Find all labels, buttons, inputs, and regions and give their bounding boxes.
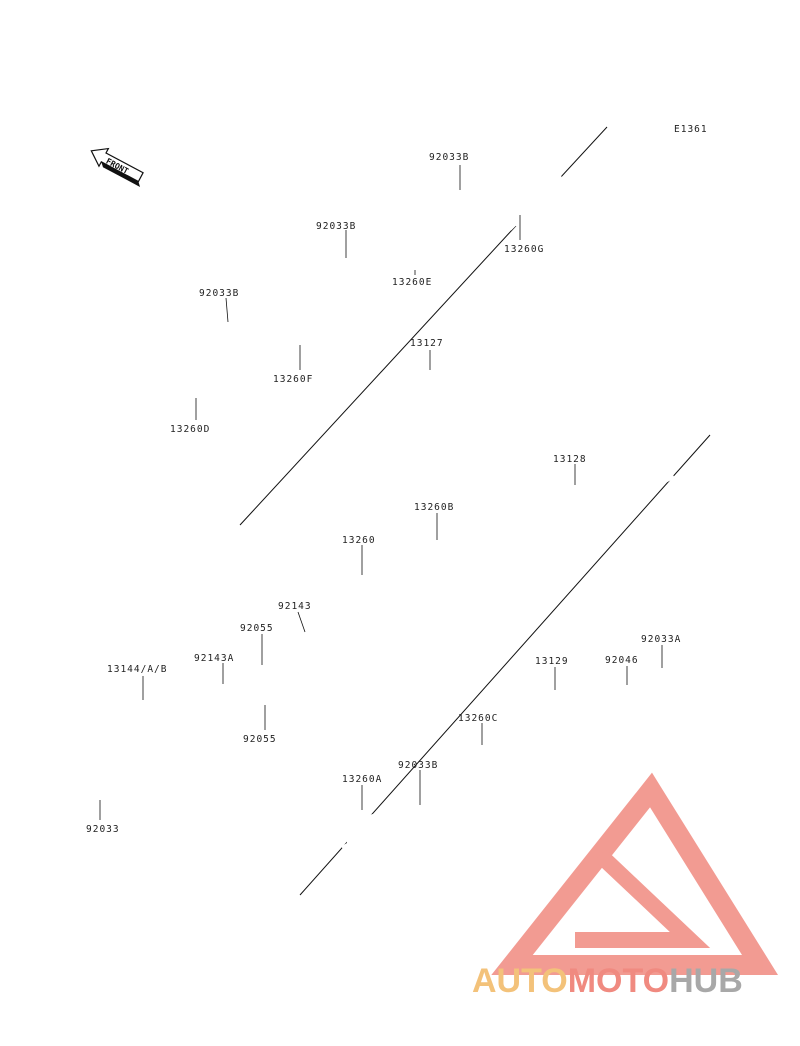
label-92033B-4: 92033B [398,760,438,771]
label-13127: 13127 [410,338,444,349]
circlip-92033B-1 [452,191,474,223]
label-92033A: 92033A [641,634,681,645]
label-13260A: 13260A [342,774,382,785]
circlip-92055-b [259,670,287,710]
circlip-92055-a [254,665,282,705]
front-arrow-icon: FRONT [90,147,144,187]
gear-13260 [330,569,420,677]
gear-13127 [422,366,486,446]
label-13260F: 13260F [273,374,313,385]
gear-13260G [486,140,562,232]
label-13260G: 13260G [504,244,544,255]
gear-13260F [259,266,333,354]
circlip-92033B-4 [417,807,439,839]
gear-13260A [340,812,412,900]
gear-13260E [380,201,448,285]
watermark-logo [491,772,779,975]
label-13260B: 13260B [414,502,454,513]
gear-13260D [164,334,220,402]
label-92033: 92033 [86,824,120,835]
bearing-92046 [614,688,642,728]
label-92033B-2: 92033B [316,221,356,232]
label-92143A: 92143A [194,653,234,664]
label-92143: 92143 [278,601,312,612]
collar-92143 [290,629,344,686]
label-13260: 13260 [342,535,376,546]
label-13260C: 13260C [458,713,498,724]
circlip-92033B-3 [223,324,245,356]
gear-13260C [452,746,522,830]
leader-lines [99,165,663,820]
collar-92143A [211,684,253,733]
watermark-brand: AUTOMOTOHUB [472,962,743,1001]
label-92055-bot: 92055 [243,734,277,745]
diagram-code: E1361 [674,124,708,135]
circlip-92033A [657,672,677,704]
brand-hub: HUB [669,962,743,1000]
label-13260D: 13260D [170,424,210,435]
gear-13260B [413,537,493,631]
label-13144: 13144/A/B [107,664,167,675]
label-92033B-1: 92033B [429,152,469,163]
label-92033B-3: 92033B [199,288,239,299]
label-13128: 13128 [553,454,587,465]
label-13129: 13129 [535,656,569,667]
parts-group [91,140,677,900]
shaft-13128 [487,455,675,571]
circlip-92033B-2 [337,260,359,292]
label-92055-top: 92055 [240,623,274,634]
brand-moto: MOTO [567,962,670,1000]
brand-auto: AUTO [472,962,568,1000]
gear-13129 [520,689,610,797]
label-13260E: 13260E [392,277,432,288]
label-92046: 92046 [605,655,639,666]
part-labels: 92033B 13260G 92033B 13260E 92033B 13260… [86,152,681,835]
circlip-92033 [91,761,117,799]
sprocket-13144 [115,702,195,802]
